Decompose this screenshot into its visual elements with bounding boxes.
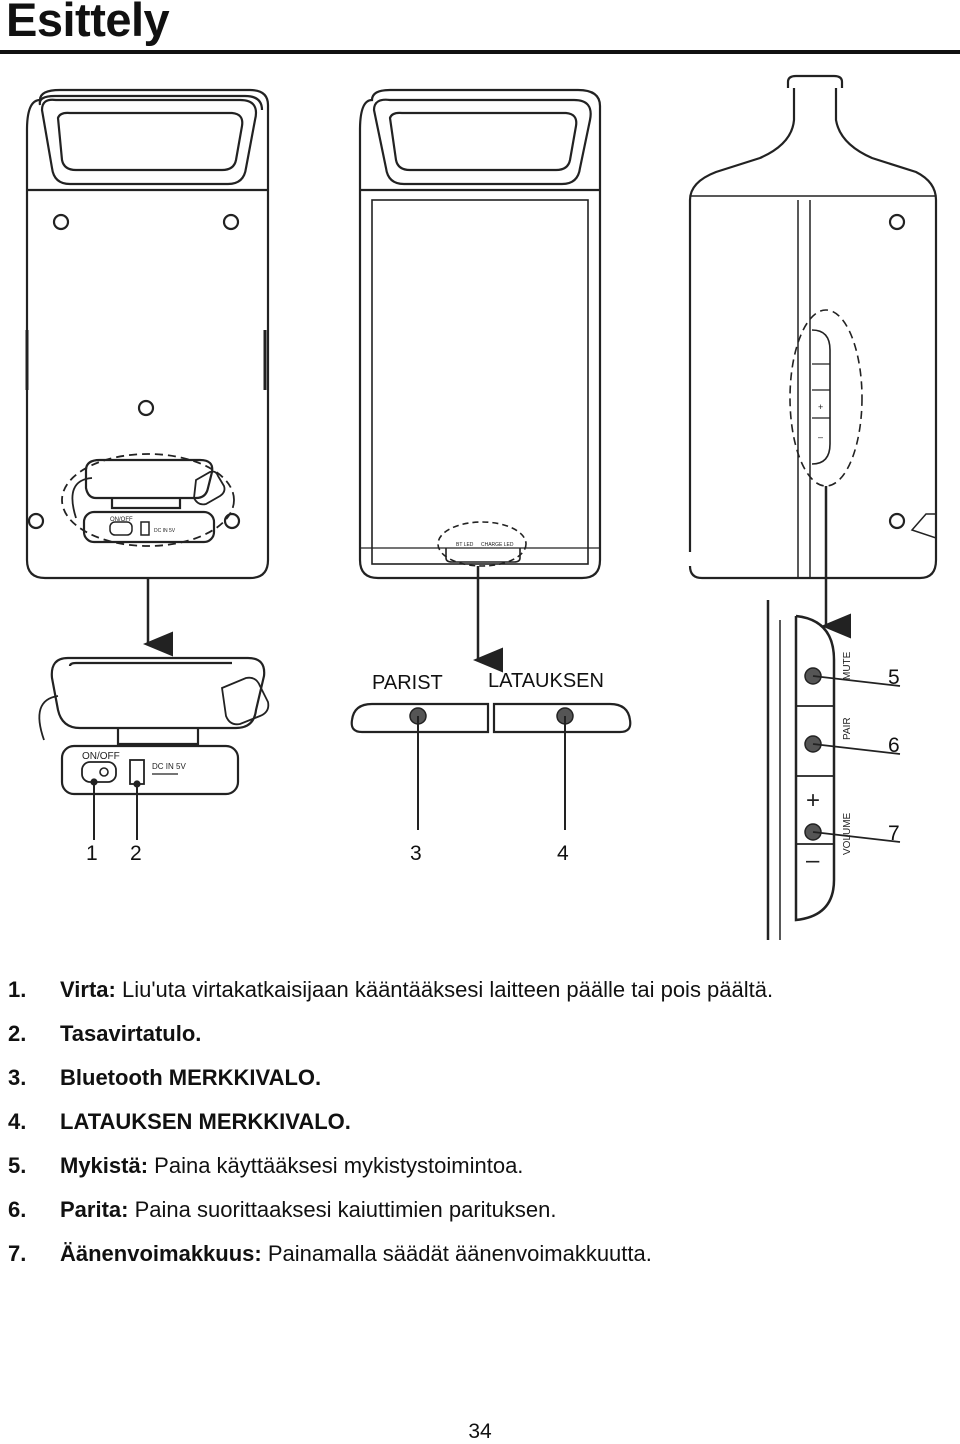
small-minus-label: – <box>818 432 823 442</box>
item-term: Virta: <box>60 977 116 1002</box>
callout-5: 5 <box>888 666 900 689</box>
switch-panel-zoom: ON/OFF DC IN 5V <box>38 656 270 840</box>
volume-label: VOLUME <box>842 812 853 855</box>
item-number: 7. <box>8 1241 27 1266</box>
speaker-side-view: + – <box>688 74 938 580</box>
small-plus-label: + <box>818 402 823 412</box>
callout-2: 2 <box>130 842 142 865</box>
title-rule <box>0 50 960 54</box>
list-item: 5. Mykistä: Paina käyttääksesi mykistysto… <box>8 1153 773 1197</box>
list-item: 4. LATAUKSEN MERKKIVALO. <box>8 1109 773 1153</box>
callout-6: 6 <box>888 734 900 757</box>
pair-label: PAIR <box>842 717 853 740</box>
list-item: 3. Bluetooth MERKKIVALO. <box>8 1065 773 1109</box>
dc-in-small-label: DC IN 5V <box>154 528 176 534</box>
on-off-small-label: ON/OFF <box>110 517 133 523</box>
charge-led-small-label: CHARGE LED <box>481 542 514 548</box>
speaker-illustration: ON/OFF DC IN 5V ON/OF <box>25 74 938 940</box>
charge-panel-label: LATAUKSEN <box>488 670 604 692</box>
item-number: 5. <box>8 1153 27 1178</box>
item-term: Parita: <box>60 1197 129 1222</box>
hand-pointer-icon <box>193 470 226 506</box>
item-number: 6. <box>8 1197 27 1222</box>
side-buttons-zoom <box>766 600 901 940</box>
volume-minus-label: – <box>806 847 820 874</box>
page-title: Esittely <box>6 0 170 46</box>
item-text: Painamalla säädät äänenvoimakkuutta. <box>261 1241 652 1266</box>
item-number: 3. <box>8 1065 27 1090</box>
item-text: Liu'uta virtakatkaisijaan kääntääksesi l… <box>115 977 774 1002</box>
volume-plus-label: + <box>806 787 820 814</box>
led-strip-zoom <box>350 702 632 830</box>
item-term: Bluetooth MERKKIVALO. <box>60 1065 322 1090</box>
bt-panel-label: PARIST <box>372 672 443 694</box>
hand-pointer-zoom-icon <box>221 676 270 726</box>
list-item: 7. Äänenvoimakkuus: Painamalla säädät ään… <box>8 1241 773 1285</box>
callout-3: 3 <box>410 842 422 865</box>
callout-1: 1 <box>86 842 98 865</box>
speaker-front-view: BT LED CHARGE LED <box>358 88 602 580</box>
feature-list: 1. Virta: Liu'uta virtakatkaisijaan käänt… <box>8 977 773 1285</box>
callout-7: 7 <box>888 822 900 845</box>
item-term: LATAUKSEN MERKKIVALO. <box>60 1109 351 1134</box>
list-item: 1. Virta: Liu'uta virtakatkaisijaan käänt… <box>8 977 773 1021</box>
on-off-label: ON/OFF <box>82 751 120 762</box>
bt-led-small-label: BT LED <box>456 542 474 548</box>
item-text: Paina suorittaaksesi kaiuttimien parituk… <box>128 1197 557 1222</box>
item-term: Äänenvoimakkuus: <box>60 1241 262 1266</box>
item-number: 4. <box>8 1109 27 1134</box>
dc-in-label: DC IN 5V <box>152 762 186 771</box>
item-text: Paina käyttääksesi mykistystoimintoa. <box>148 1153 524 1178</box>
page-number: 34 <box>468 1420 492 1443</box>
speaker-back-view: ON/OFF DC IN 5V <box>25 88 270 580</box>
list-item: 6. Parita: Paina suorittaaksesi kaiuttimi… <box>8 1197 773 1241</box>
speaker-diagram: ON/OFF DC IN 5V ON/OF <box>0 60 960 950</box>
callout-4: 4 <box>557 842 569 865</box>
list-item: 2. Tasavirtatulo. <box>8 1021 773 1065</box>
mute-label: MUTE <box>842 651 853 680</box>
item-term: Mykistä: <box>60 1153 149 1178</box>
item-number: 2. <box>8 1021 27 1046</box>
item-number: 1. <box>8 977 27 1002</box>
item-term: Tasavirtatulo. <box>60 1021 202 1046</box>
